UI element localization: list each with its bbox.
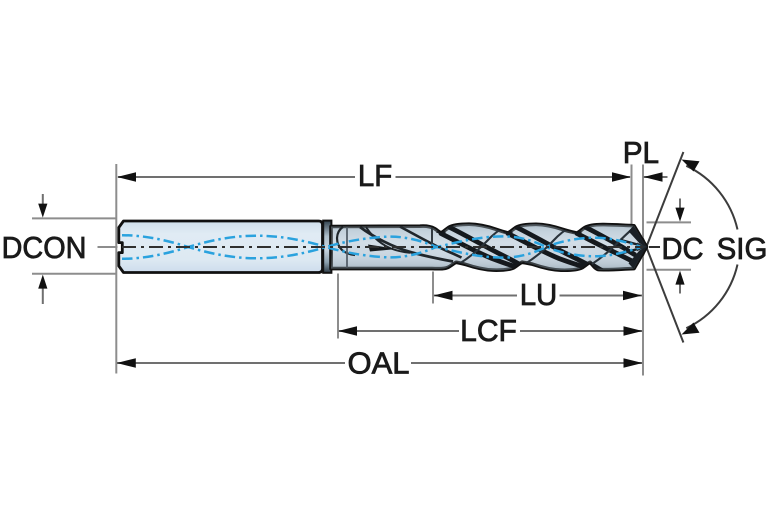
svg-text:LU: LU <box>520 278 558 312</box>
svg-text:LF: LF <box>358 159 392 193</box>
svg-text:PL: PL <box>623 135 659 170</box>
svg-text:DCON: DCON <box>2 231 87 265</box>
svg-text:SIG: SIG <box>717 232 767 266</box>
svg-text:LCF: LCF <box>460 314 517 349</box>
svg-text:DC: DC <box>661 232 703 266</box>
svg-text:OAL: OAL <box>347 345 409 380</box>
